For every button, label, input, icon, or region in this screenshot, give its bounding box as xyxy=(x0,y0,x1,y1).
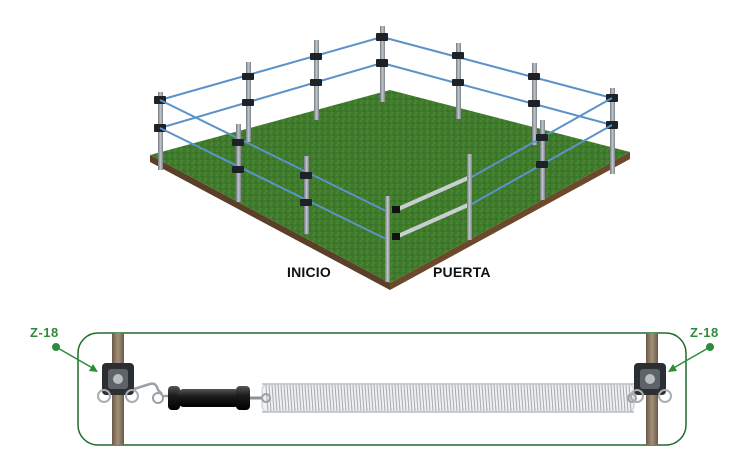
label-gate: PUERTA xyxy=(433,264,491,280)
fence-gate xyxy=(392,176,469,240)
gate-spring xyxy=(395,176,469,212)
fence-front-insulators xyxy=(232,134,548,206)
fence-post xyxy=(540,120,545,200)
label-start: INICIO xyxy=(287,264,331,280)
spring-coils xyxy=(265,384,632,412)
callout-right xyxy=(668,343,714,372)
fence-front-posts xyxy=(236,120,545,282)
gate-spring xyxy=(395,203,469,239)
label-insulator-right: Z-18 xyxy=(690,325,719,340)
gate-detail-panel xyxy=(52,332,714,446)
gate-ring xyxy=(152,392,164,404)
fence-field xyxy=(150,90,630,290)
gate-insulator-icon xyxy=(630,363,672,403)
gate-handle xyxy=(392,233,400,240)
label-insulator-left: Z-18 xyxy=(30,325,59,340)
gate-hook xyxy=(133,382,163,395)
gate-spring-icon xyxy=(261,383,637,413)
fence-post xyxy=(236,124,241,202)
gate-handle xyxy=(392,206,400,213)
fence-post xyxy=(385,196,390,282)
field-soil-right xyxy=(390,152,630,290)
gate-insulator-icon xyxy=(97,363,139,403)
fence-post xyxy=(467,154,472,240)
gate-handle-icon xyxy=(168,386,262,410)
field-soil-left xyxy=(150,155,390,290)
fence-post xyxy=(304,156,309,234)
fence-post xyxy=(610,88,615,174)
callout-left xyxy=(52,343,98,372)
grass-field xyxy=(150,90,630,283)
